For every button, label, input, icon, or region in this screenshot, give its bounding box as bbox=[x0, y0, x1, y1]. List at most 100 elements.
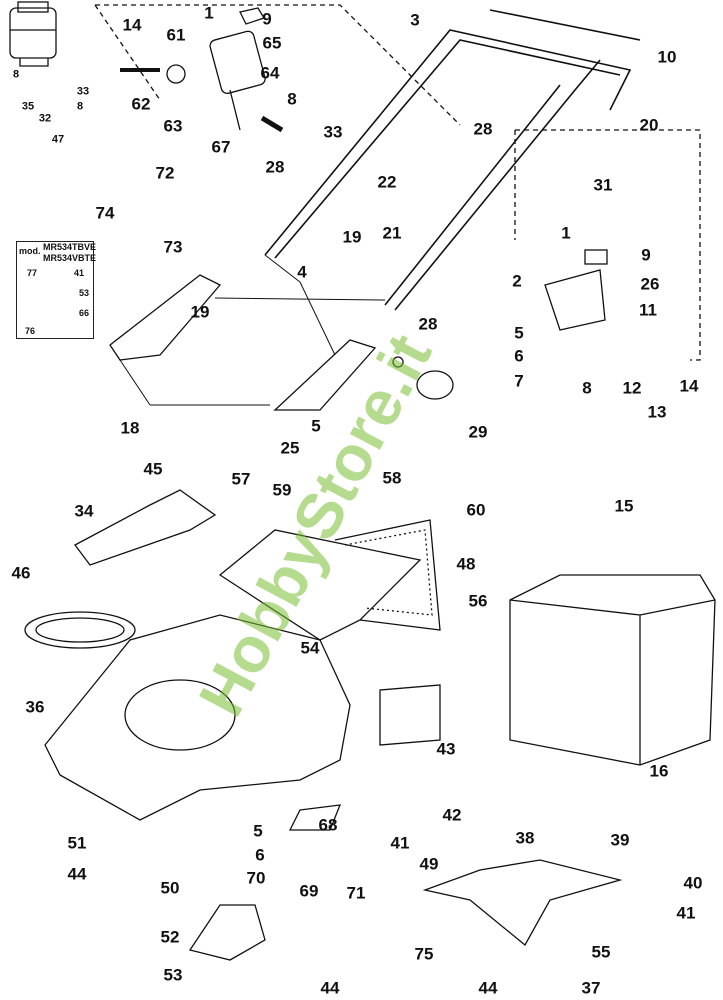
part-number-label: 42 bbox=[442, 805, 462, 825]
part-number-label: 73 bbox=[163, 237, 183, 257]
inset-model-2: MR534VBTE bbox=[43, 253, 97, 263]
part-number-label: 3 bbox=[410, 10, 420, 30]
part-number-label: 5 bbox=[253, 821, 263, 841]
part-number-label: 61 bbox=[166, 25, 186, 45]
part-number-label: 46 bbox=[11, 563, 31, 583]
grass-catcher bbox=[509, 574, 716, 766]
part-number-label: 28 bbox=[418, 314, 438, 334]
part-number-label: 19 bbox=[190, 302, 210, 322]
part-number-label: 21 bbox=[382, 223, 402, 243]
part-number-label: 18 bbox=[120, 418, 140, 438]
part-number-label: 13 bbox=[647, 402, 667, 422]
engine-drawing bbox=[9, 1, 57, 67]
part-number-label: 29 bbox=[468, 422, 488, 442]
part-number-label: 16 bbox=[649, 761, 669, 781]
part-number-label: 40 bbox=[683, 873, 703, 893]
part-number-label: 10 bbox=[657, 47, 677, 67]
part-number-label: 58 bbox=[382, 468, 402, 488]
part-number-label: 8 bbox=[582, 378, 592, 398]
part-number-label: 41 bbox=[390, 833, 410, 853]
part-number-label: 44 bbox=[478, 978, 498, 998]
part-number-label: 49 bbox=[419, 854, 439, 874]
part-number-label: 52 bbox=[160, 927, 180, 947]
part-number-label: 47 bbox=[51, 133, 65, 146]
part-number-label: 45 bbox=[143, 459, 163, 479]
part-number-label: 9 bbox=[641, 245, 651, 265]
part-number-label: 70 bbox=[246, 868, 266, 888]
part-number-label: 54 bbox=[300, 638, 320, 658]
model-inset: mod. MR534TBVE MR534VBTE 77 41 53 66 76 bbox=[16, 241, 97, 339]
part-number-label: 59 bbox=[272, 480, 292, 500]
part-number-label: 72 bbox=[155, 163, 175, 183]
part-number-label: 44 bbox=[320, 978, 340, 998]
part-number-label: 51 bbox=[67, 833, 87, 853]
part-number-label: 8 bbox=[76, 100, 84, 113]
part-number-label: 12 bbox=[622, 378, 642, 398]
part-number-label: 69 bbox=[299, 881, 319, 901]
part-number-label: 20 bbox=[639, 115, 659, 135]
part-number-label: 41 bbox=[676, 903, 696, 923]
part-number-label: 50 bbox=[160, 878, 180, 898]
part-number-label: 9 bbox=[262, 9, 272, 29]
deck-body bbox=[44, 614, 351, 821]
part-number-label: 36 bbox=[25, 697, 45, 717]
inset-label: 53 bbox=[79, 288, 90, 298]
part-number-label: 31 bbox=[593, 175, 613, 195]
part-number-label: 71 bbox=[346, 883, 366, 903]
part-number-label: 7 bbox=[514, 371, 524, 391]
part-number-label: 1 bbox=[561, 223, 571, 243]
part-number-label: 4 bbox=[297, 262, 307, 282]
part-number-label: 33 bbox=[323, 122, 343, 142]
part-number-label: 55 bbox=[591, 942, 611, 962]
part-number-label: 15 bbox=[614, 496, 634, 516]
dashed-leader bbox=[95, 4, 461, 126]
inset-label: 66 bbox=[79, 308, 90, 318]
rear-flap bbox=[422, 859, 623, 946]
part-number-label: 1 bbox=[204, 3, 214, 23]
handle-drawing bbox=[264, 9, 641, 311]
part-number-label: 28 bbox=[265, 157, 285, 177]
part-number-label: 43 bbox=[436, 739, 456, 759]
part-number-label: 14 bbox=[679, 376, 699, 396]
part-number-label: 48 bbox=[456, 554, 476, 574]
inset-model-1: MR534TBVE bbox=[43, 242, 97, 252]
part-number-label: 5 bbox=[311, 416, 321, 436]
part-number-label: 11 bbox=[639, 300, 657, 320]
part-number-label: 39 bbox=[610, 830, 630, 850]
side-cover-left bbox=[109, 274, 222, 361]
plate-43 bbox=[379, 684, 441, 746]
part-number-label: 56 bbox=[468, 591, 488, 611]
part-number-label: 28 bbox=[473, 119, 493, 139]
throttle-parts bbox=[120, 7, 284, 133]
part-number-label: 62 bbox=[131, 94, 151, 114]
part-number-label: 57 bbox=[231, 469, 251, 489]
part-number-label: 14 bbox=[122, 15, 142, 35]
ring-46 bbox=[24, 611, 136, 649]
part-number-label: 32 bbox=[38, 112, 52, 125]
part-number-label: 68 bbox=[318, 815, 338, 835]
part-number-label: 64 bbox=[260, 63, 280, 83]
part-number-label: 53 bbox=[163, 965, 183, 985]
part-number-label: 44 bbox=[67, 864, 87, 884]
part-number-label: 8 bbox=[287, 89, 297, 109]
part-number-label: 19 bbox=[342, 227, 362, 247]
part-number-label: 63 bbox=[163, 116, 183, 136]
part-number-label: 8 bbox=[12, 68, 20, 81]
inset-mod-label: mod. bbox=[19, 246, 41, 256]
part-number-label: 6 bbox=[514, 346, 524, 366]
cover-52 bbox=[188, 904, 266, 961]
part-number-label: 35 bbox=[21, 100, 35, 113]
part-number-label: 60 bbox=[466, 500, 486, 520]
part-number-label: 33 bbox=[76, 85, 90, 98]
part-number-label: 74 bbox=[95, 203, 115, 223]
part-number-label: 26 bbox=[640, 274, 660, 294]
inset-label: 41 bbox=[74, 268, 85, 278]
part-number-label: 34 bbox=[74, 501, 94, 521]
part-number-label: 75 bbox=[414, 944, 434, 964]
part-number-label: 22 bbox=[377, 172, 397, 192]
part-number-label: 37 bbox=[581, 978, 601, 998]
part-number-label: 25 bbox=[280, 438, 300, 458]
part-number-label: 2 bbox=[512, 271, 522, 291]
